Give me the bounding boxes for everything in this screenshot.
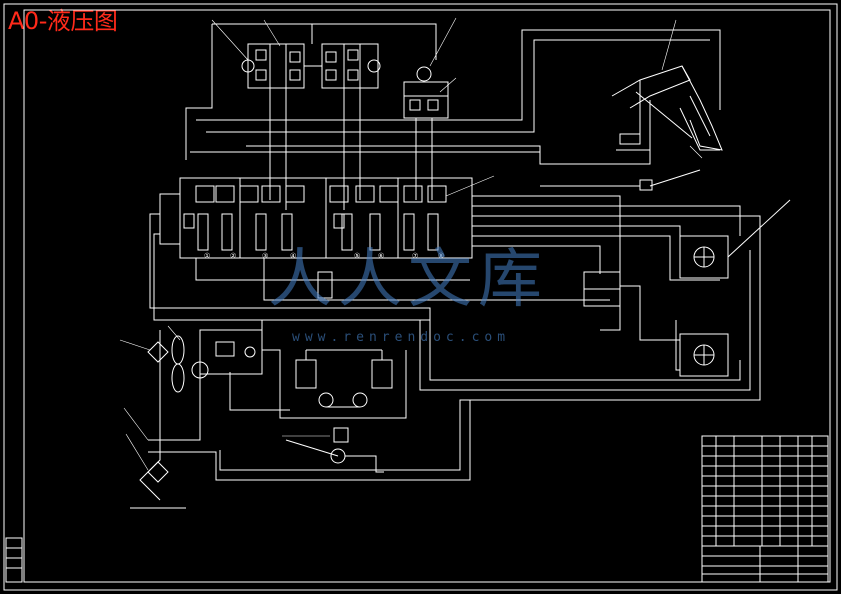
main-pump-group xyxy=(295,349,393,408)
valve-label-3: ③ xyxy=(262,252,268,260)
excavator-arm xyxy=(611,65,723,151)
valve-label-2: ② xyxy=(230,252,236,260)
valve-label-5: ⑤ xyxy=(354,252,360,260)
valve-label-6: ⑥ xyxy=(378,252,384,260)
valve-label-1: ① xyxy=(204,252,210,260)
pilot-valve-right xyxy=(321,43,381,89)
outer-border xyxy=(3,3,838,591)
filter xyxy=(147,461,169,483)
title-block xyxy=(701,435,829,583)
valve-sections xyxy=(183,185,447,251)
fan xyxy=(171,335,185,393)
pump-unit xyxy=(191,329,263,379)
travel-motor-lower xyxy=(679,333,729,377)
inner-border xyxy=(23,9,831,583)
left-notes-block xyxy=(5,537,23,583)
watermark-url: www.renrendoc.com xyxy=(292,330,511,345)
swing-valve-block xyxy=(403,66,449,119)
pilot-valve-left xyxy=(241,43,305,89)
check-valve xyxy=(317,271,333,299)
drawing-title: A0-液压图 xyxy=(8,7,118,35)
travel-motor-upper xyxy=(679,235,729,279)
valve-label-8: ⑧ xyxy=(438,252,444,260)
watermark-text: 人人文库 xyxy=(268,243,548,317)
valve-label-7: ⑦ xyxy=(412,252,418,260)
valve-label-4: ④ xyxy=(290,252,296,260)
center-rotary-joint xyxy=(583,271,621,307)
valve-number-labels: ① ② ③ ④ ⑤ ⑥ ⑦ ⑧ xyxy=(204,252,444,260)
